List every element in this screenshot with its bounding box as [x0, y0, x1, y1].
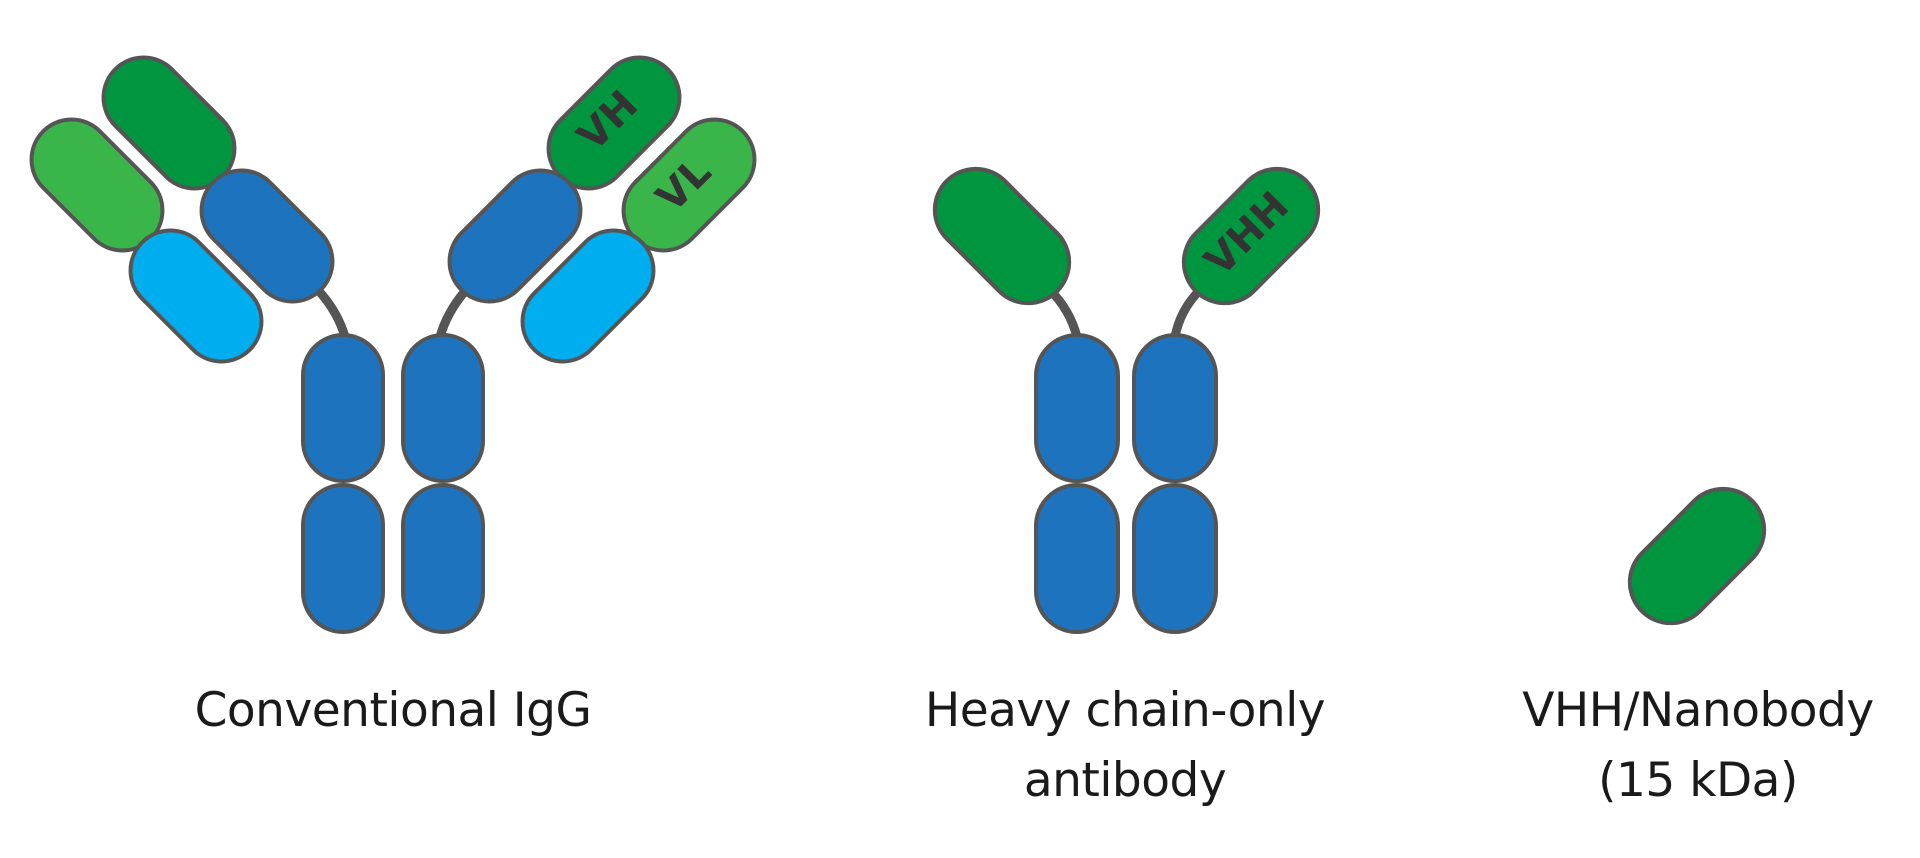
hcab-hinge-right [1170, 286, 1204, 338]
ch3-right [401, 483, 485, 634]
conventional-igg-label: Conventional IgG [143, 676, 643, 746]
nanobody-structure [1627, 486, 1767, 626]
nanobody-vhh [1627, 486, 1767, 626]
ch2-right [401, 333, 485, 483]
ch1-right [447, 168, 583, 304]
hcab-label-line2: antibody [1023, 753, 1227, 808]
hcab-ch2-left [1034, 333, 1120, 483]
conventional-igg-structure: VH VL [29, 55, 757, 634]
cl-right [520, 228, 656, 364]
hcab-label-line1: Heavy chain-only [924, 683, 1326, 738]
ch2-left [301, 333, 385, 483]
hcab-hinge-left [1046, 286, 1082, 339]
cl-left [128, 228, 264, 364]
hinge-right [435, 287, 470, 339]
hcab-ch2-right [1132, 333, 1218, 483]
ch3-left [301, 483, 385, 634]
right-fab-arm: VH VL [447, 55, 757, 364]
nanobody-label-line2: (15 kDa) [1598, 753, 1798, 808]
conventional-igg-label-line: Conventional IgG [194, 683, 592, 738]
left-fab-arm [29, 55, 335, 364]
hcab-vhh-left [932, 166, 1072, 306]
hcab-vhh-right [1181, 166, 1321, 306]
hcab-ch3-right [1132, 483, 1218, 634]
nanobody-label-line1: VHH/Nanobody [1522, 683, 1874, 738]
hcab-label: Heavy chain-only antibody [875, 676, 1375, 816]
nanobody-label: VHH/Nanobody (15 kDa) [1448, 676, 1920, 816]
hinge-left [314, 286, 350, 339]
hcab-ch3-left [1034, 483, 1120, 634]
hcab-structure: VHH [932, 166, 1321, 634]
